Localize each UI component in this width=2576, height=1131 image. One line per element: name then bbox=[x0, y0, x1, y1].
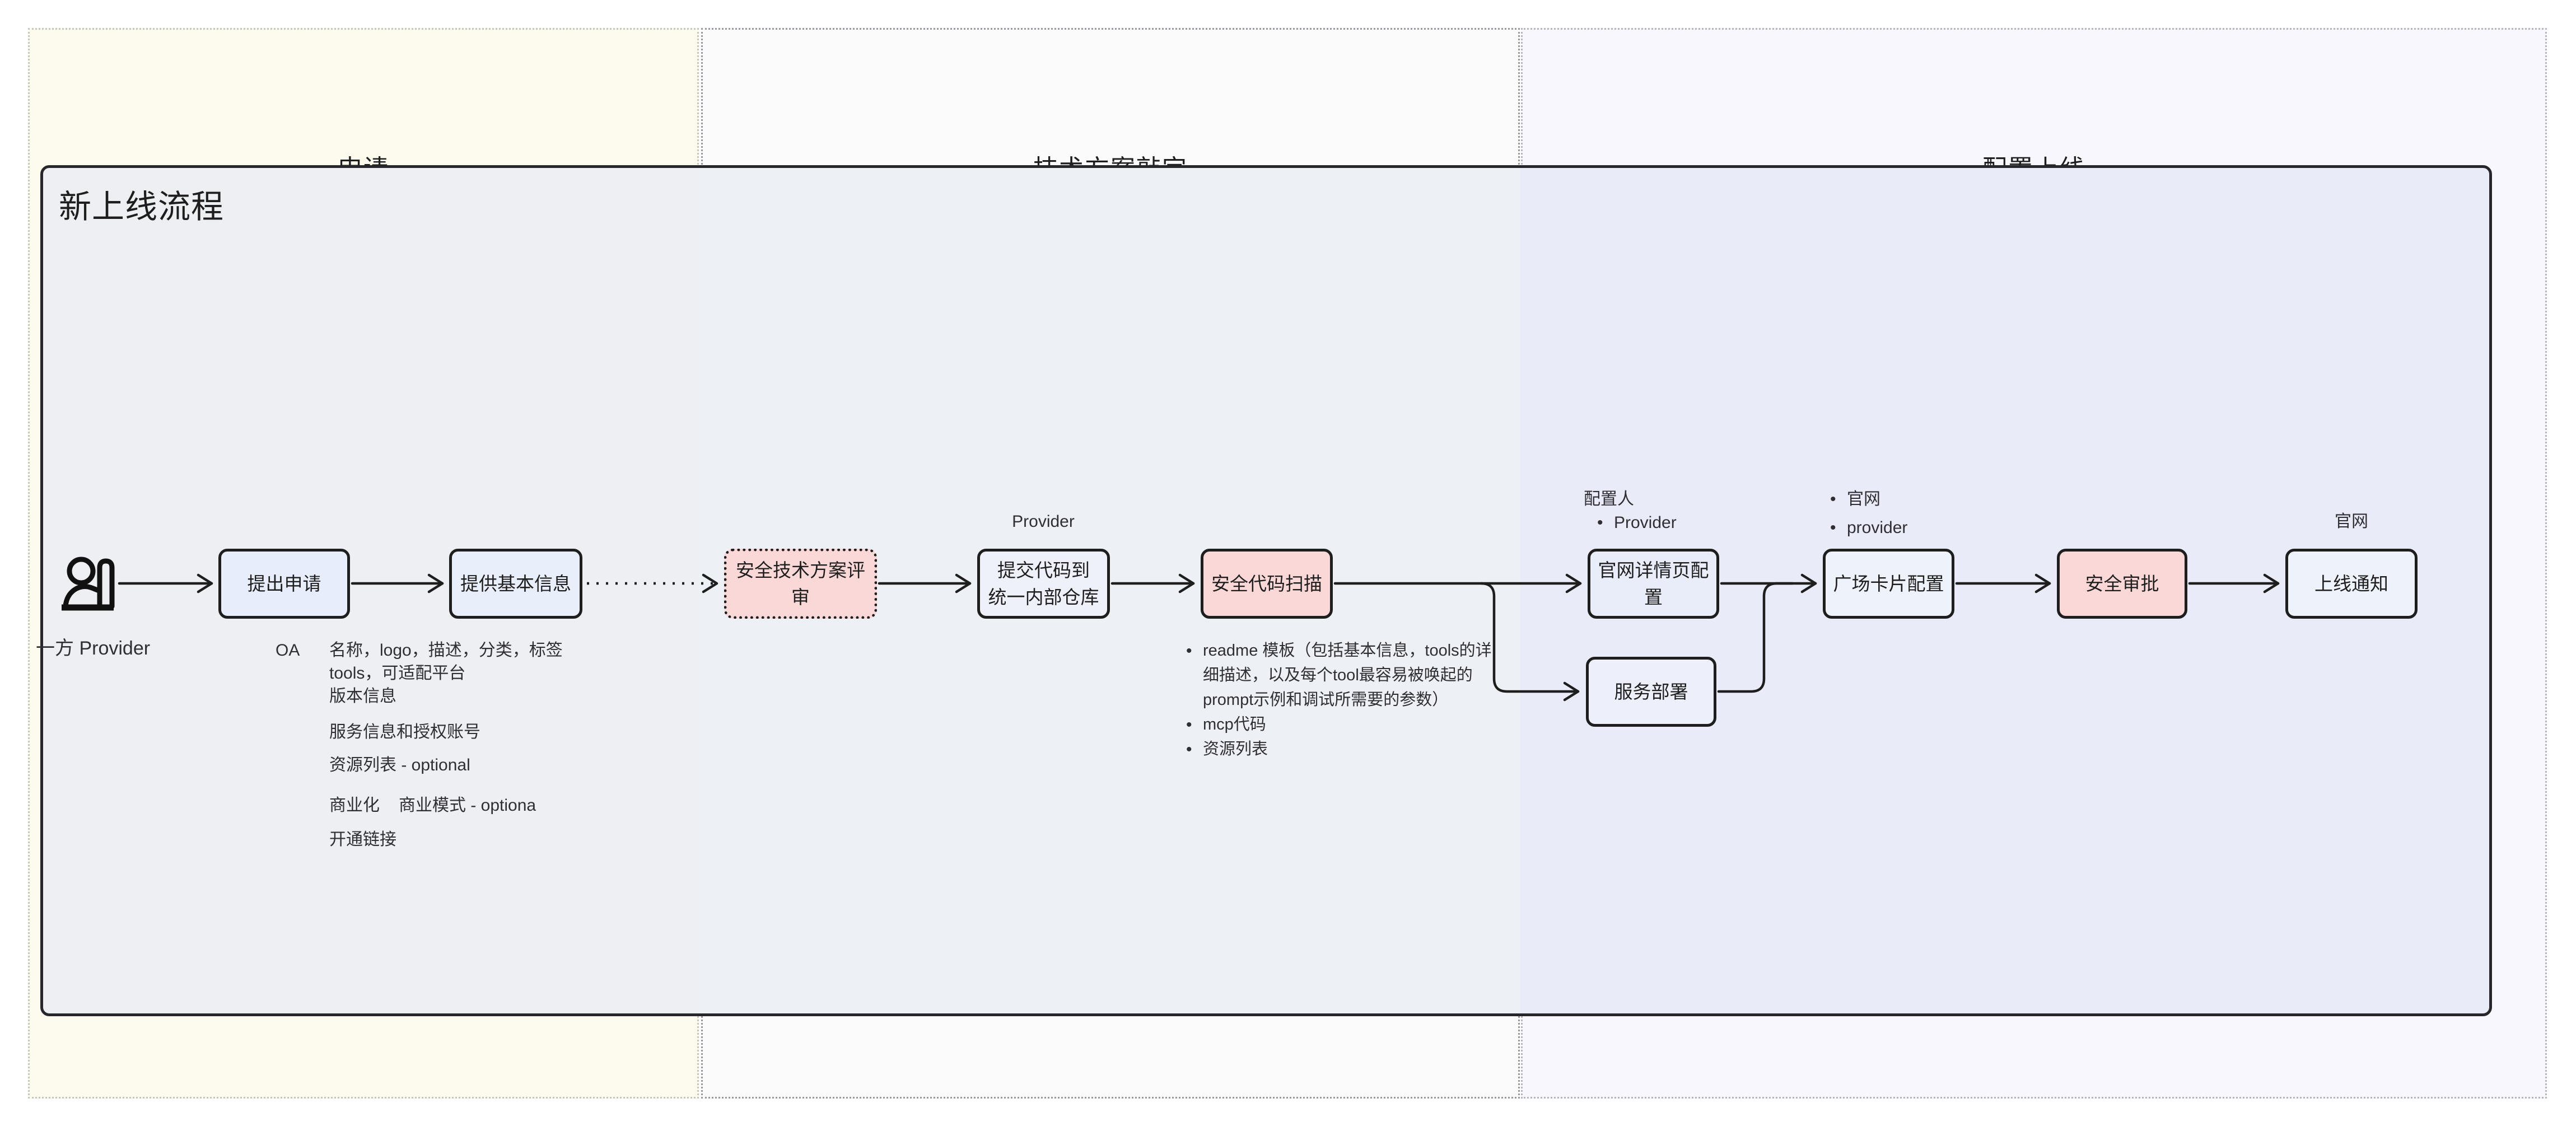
node-submit-request[interactable]: 提出申请 bbox=[218, 549, 350, 619]
node-launch-notice[interactable]: 上线通知 bbox=[2285, 549, 2418, 619]
scan-requirements-list: readme 模板（包括基本信息，tools的详细描述，以及每个tool最容易被… bbox=[1183, 638, 1505, 763]
node-service-deploy[interactable]: 服务部署 bbox=[1586, 657, 1716, 727]
basic-info-line: 服务信息和授权账号 bbox=[329, 723, 480, 741]
node-provide-basic-info[interactable]: 提供基本信息 bbox=[449, 549, 582, 619]
plaza-config-item: provider bbox=[1827, 517, 1907, 540]
scan-requirement-item: 资源列表 bbox=[1183, 737, 1505, 763]
actor-label: 一方 Provider bbox=[36, 638, 151, 659]
node-commit-code[interactable]: 提交代码到 统一内部仓库 bbox=[977, 549, 1110, 619]
diagram-title: 新上线流程 bbox=[59, 189, 225, 225]
plaza-config-item: 官网 bbox=[1827, 488, 1907, 511]
basic-info-line: 版本信息 bbox=[329, 687, 396, 705]
provider-label-above-commit: Provider bbox=[1012, 512, 1075, 531]
commercial-label: 商业化 bbox=[329, 796, 380, 815]
node-security-approval[interactable]: 安全审批 bbox=[2057, 549, 2187, 619]
config-person-item: Provider bbox=[1594, 512, 1677, 535]
node-plaza-card-config[interactable]: 广场卡片配置 bbox=[1823, 549, 1954, 619]
basic-info-line: tools，可适配平台 bbox=[329, 664, 466, 683]
config-person-label: 配置人 bbox=[1584, 490, 1634, 508]
commercial-mode-label: 商业模式 - optiona bbox=[399, 796, 536, 815]
node-security-code-scan[interactable]: 安全代码扫描 bbox=[1201, 549, 1333, 619]
node-site-detail-config[interactable]: 官网详情页配置 bbox=[1588, 549, 1719, 619]
plaza-config-list: 官网 provider bbox=[1827, 488, 1907, 539]
person-raising-hand-icon[interactable] bbox=[58, 556, 116, 611]
container-fill-lane1 bbox=[43, 168, 699, 1013]
scan-requirement-item: readme 模板（包括基本信息，tools的详细描述，以及每个tool最容易被… bbox=[1183, 638, 1505, 712]
site-label-above-launch: 官网 bbox=[2335, 512, 2368, 531]
merge-deploy-to-plaza bbox=[1717, 582, 1794, 693]
config-person-list: Provider bbox=[1594, 512, 1677, 535]
scan-requirement-item: mcp代码 bbox=[1183, 712, 1505, 738]
oa-label: OA bbox=[276, 641, 300, 660]
basic-info-line: 名称，logo，描述，分类，标签 bbox=[329, 641, 563, 660]
basic-info-line: 资源列表 - optional bbox=[329, 756, 470, 774]
process-group-frame[interactable] bbox=[40, 165, 2492, 1016]
open-link-label: 开通链接 bbox=[329, 830, 396, 849]
node-security-plan-review[interactable]: 安全技术方案评审 bbox=[724, 549, 877, 619]
